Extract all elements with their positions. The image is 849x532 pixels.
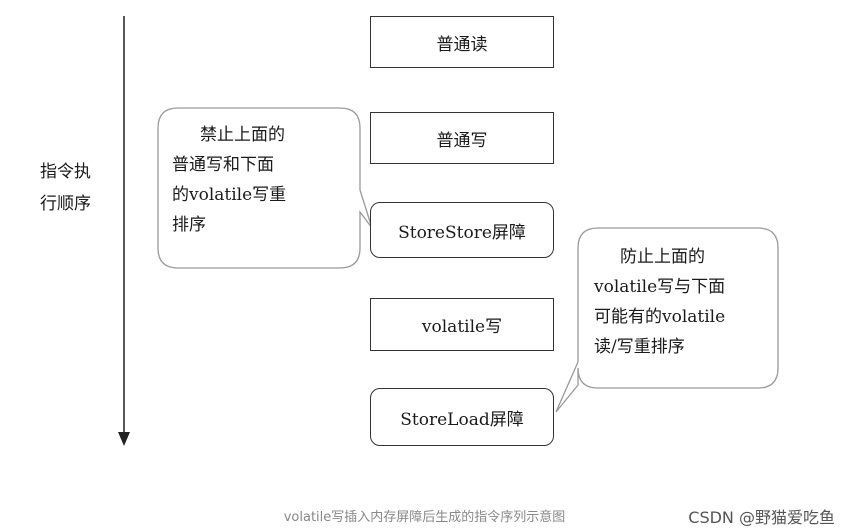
callout-line: 防止上面的 (620, 247, 705, 267)
instruction-label: 普通写 (436, 130, 488, 151)
instruction-label: StoreStore屏障 (398, 222, 526, 243)
callout-line: 排序 (172, 215, 206, 235)
callout-line: 禁止上面的 (200, 125, 285, 145)
timeline-label-line: 行顺序 (40, 194, 91, 214)
instruction-label: 普通读 (436, 34, 488, 55)
callout-line: volatile写与下面 (594, 277, 726, 297)
timeline-label-line: 指令执 (40, 162, 91, 182)
callout-line: 普通写和下面 (172, 155, 274, 175)
instruction-box-volatile-write: volatile写 (370, 298, 554, 351)
instruction-label: StoreLoad屏障 (400, 409, 524, 430)
figure-caption: volatile写插入内存屏障后生成的指令序列示意图 (283, 510, 566, 525)
callout-line: 读/写重排序 (594, 337, 685, 357)
callout-line: 的volatile写重 (172, 185, 287, 205)
right-callout-text: 防止上面的 volatile写与下面 可能有的volatile 读/写重排序 (594, 242, 776, 362)
left-callout-text: 禁止上面的 普通写和下面 的volatile写重 排序 (172, 120, 352, 240)
instruction-box-normal-write: 普通写 (370, 112, 554, 164)
csdn-watermark: CSDN @野猫爱吃鱼 (688, 508, 835, 527)
right-callout-bubble (555, 227, 779, 413)
timeline-arrowhead (118, 432, 130, 446)
left-callout-bubble (157, 107, 373, 269)
instruction-label: volatile写 (421, 317, 503, 337)
timeline-label: 指令执 行顺序 (40, 156, 91, 220)
instruction-box-normal-read: 普通读 (370, 16, 554, 68)
instruction-box-storeload-barrier: StoreLoad屏障 (370, 388, 554, 446)
instruction-box-storestore-barrier: StoreStore屏障 (370, 202, 554, 258)
callout-line: 可能有的volatile (594, 307, 726, 327)
